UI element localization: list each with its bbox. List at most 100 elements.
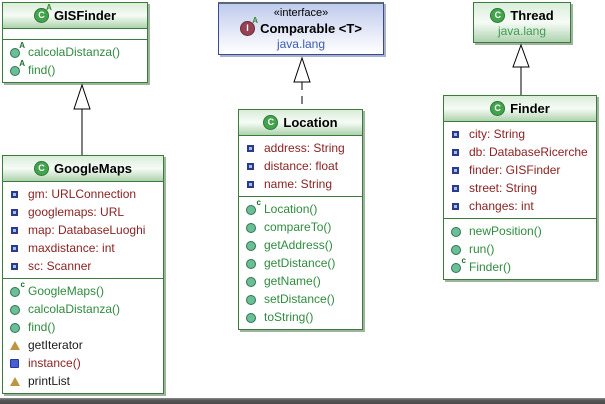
class-name: Location (283, 115, 338, 130)
field-label: db: DatabaseRicerche (469, 145, 588, 159)
field-icon (451, 183, 462, 194)
method-label: find() (28, 63, 56, 77)
class-box-finder[interactable]: C Finder city: String db: DatabaseRicerch… (443, 95, 597, 280)
stereotype-label: «interface» (273, 7, 329, 19)
class-icon: C (33, 161, 49, 176)
field-row[interactable]: db: DatabaseRicerche (444, 143, 596, 161)
method-label: calcolaDistanza() (28, 45, 121, 59)
method-label: Finder() (469, 260, 512, 274)
method-icon (246, 222, 257, 233)
class-box-location[interactable]: C Location address: String distance: floa… (238, 109, 363, 330)
field-icon (10, 243, 21, 254)
field-row[interactable]: address: String (239, 139, 362, 157)
field-label: street: String (469, 181, 538, 195)
method-row[interactable]: getName() (239, 272, 362, 290)
field-row[interactable]: city: String (444, 125, 596, 143)
method-icon (10, 322, 21, 333)
constructor-icon: c (10, 280, 25, 297)
abstract-method-icon: A (10, 59, 25, 76)
method-row[interactable]: newPosition() (444, 222, 596, 240)
field-label: maxdistance: int (28, 241, 115, 255)
method-row[interactable]: compareTo() (239, 218, 362, 236)
package-label: java.lang (276, 37, 326, 51)
class-box-thread[interactable]: C Thread java.lang (473, 2, 571, 43)
method-row[interactable]: printList (3, 372, 163, 390)
method-icon (246, 276, 257, 287)
method-row[interactable]: getDistance() (239, 254, 362, 272)
class-header[interactable]: C Location (239, 110, 362, 136)
method-row[interactable]: getAddress() (239, 236, 362, 254)
realization-arrow-location-comparable[interactable] (290, 56, 314, 109)
field-row[interactable]: googlemaps: URL (3, 203, 163, 221)
package-label: java.lang (497, 23, 547, 38)
method-row[interactable]: calcolaDistanza() (3, 300, 163, 318)
field-row[interactable]: map: DatabaseLuoghi (3, 221, 163, 239)
abstract-method-icon: A (10, 41, 25, 58)
field-label: distance: float (264, 159, 339, 173)
fields-compartment: city: String db: DatabaseRicerche finder: … (444, 122, 596, 219)
field-label: name: String (264, 177, 333, 191)
inheritance-arrow-googlemaps-gisfinder[interactable] (70, 83, 94, 155)
class-box-googlemaps[interactable]: C GoogleMaps gm: URLConnection googlemaps… (2, 155, 164, 394)
field-label: changes: int (469, 199, 534, 213)
field-row[interactable]: maxdistance: int (3, 239, 163, 257)
method-icon (246, 294, 257, 305)
method-icon (246, 258, 257, 269)
field-icon (451, 201, 462, 212)
class-header[interactable]: C GoogleMaps (3, 156, 163, 182)
field-icon (451, 165, 462, 176)
field-row[interactable]: gm: URLConnection (3, 185, 163, 203)
field-row[interactable]: distance: float (239, 157, 362, 175)
field-row[interactable]: street: String (444, 179, 596, 197)
method-row[interactable]: getIterator (3, 336, 163, 354)
method-label: compareTo() (264, 220, 332, 234)
method-label: setDistance() (264, 292, 335, 306)
class-name: Finder (510, 101, 550, 116)
class-header[interactable]: C Finder (444, 96, 596, 122)
fields-compartment: address: String distance: float name: Stri… (239, 136, 362, 197)
static-method-icon (10, 358, 21, 369)
method-label: getName() (264, 274, 321, 288)
field-icon (10, 207, 21, 218)
method-label: instance() (28, 356, 81, 370)
field-icon (10, 225, 21, 236)
inheritance-arrow-finder-thread[interactable] (509, 43, 533, 95)
method-label: GoogleMaps() (28, 284, 105, 298)
method-row[interactable]: run() (444, 240, 596, 258)
window-edge-bar (0, 398, 605, 404)
method-row[interactable]: instance() (3, 354, 163, 372)
field-icon (246, 143, 257, 154)
method-icon (451, 226, 462, 237)
field-row[interactable]: sc: Scanner (3, 257, 163, 275)
class-name: GoogleMaps (53, 161, 132, 176)
method-row[interactable]: setDistance() (239, 290, 362, 308)
field-row[interactable]: changes: int (444, 197, 596, 215)
class-icon: C (490, 7, 506, 23)
method-row[interactable]: toString() (239, 308, 362, 326)
fields-compartment: gm: URLConnection googlemaps: URL map: Dat… (3, 182, 163, 279)
field-label: map: DatabaseLuoghi (28, 223, 146, 237)
field-row[interactable]: finder: GISFinder (444, 161, 596, 179)
class-name: Thread (510, 7, 554, 23)
method-row[interactable]: find() (3, 318, 163, 336)
field-row[interactable]: name: String (239, 175, 362, 193)
field-label: googlemaps: URL (28, 205, 125, 219)
method-icon (451, 244, 462, 255)
field-label: address: String (264, 141, 345, 155)
class-name: GISFinder (53, 8, 117, 23)
triangle-icon (10, 376, 21, 387)
